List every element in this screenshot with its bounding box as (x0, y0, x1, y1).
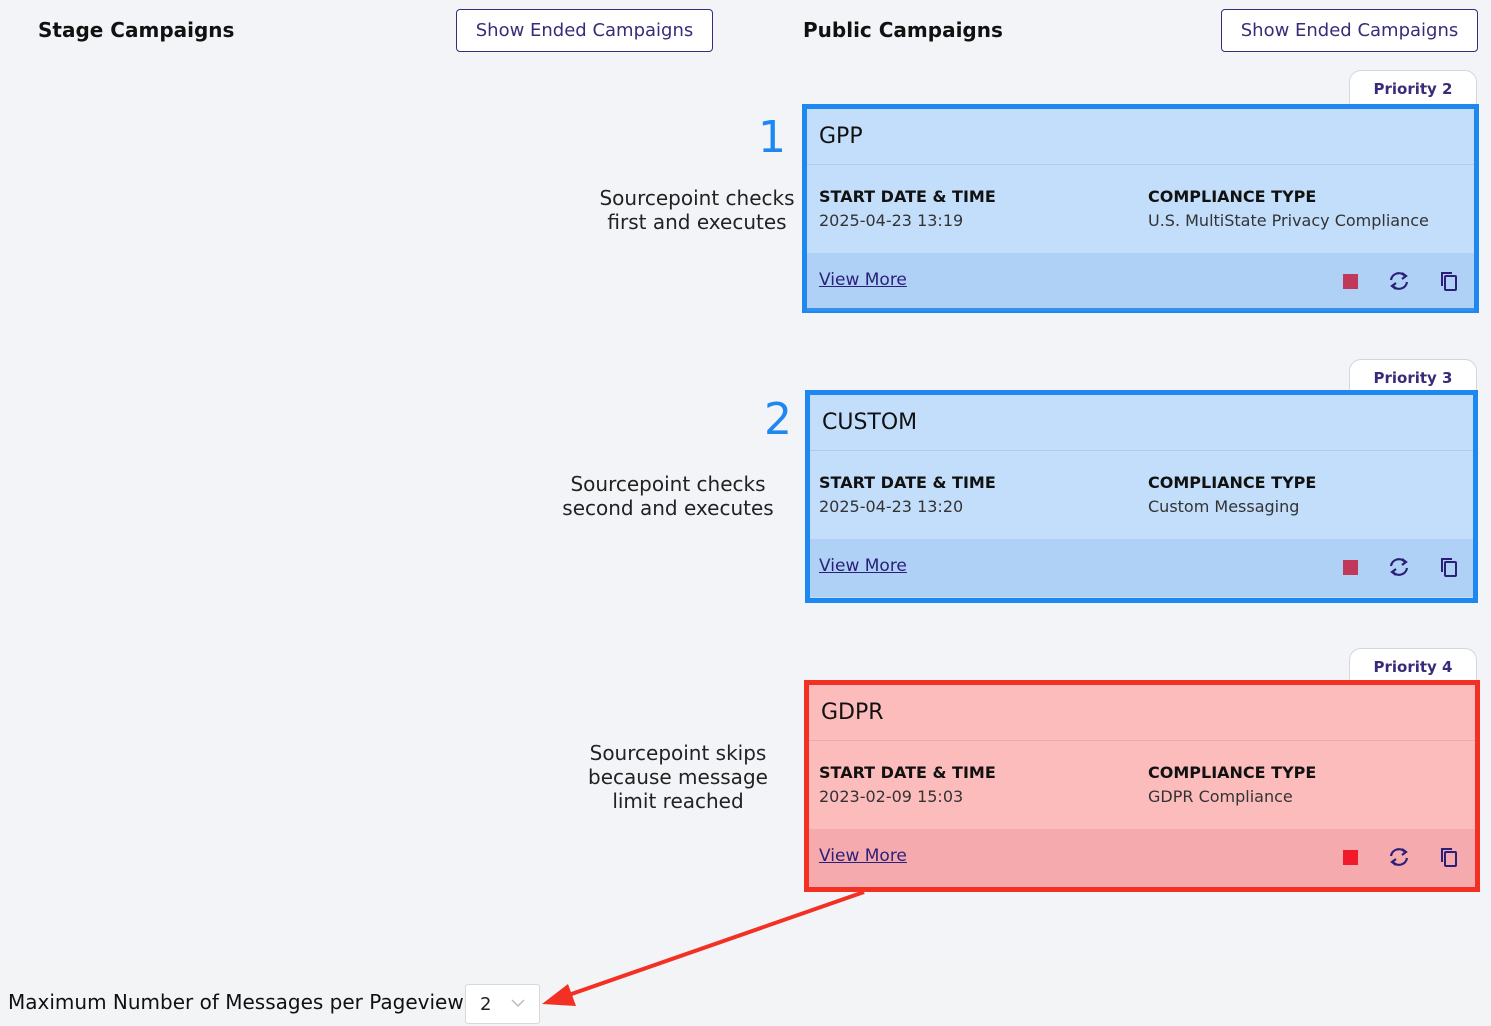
compliance-type-value: U.S. MultiState Privacy Compliance (1148, 211, 1429, 230)
start-date-label: START DATE & TIME (819, 473, 996, 492)
max-messages-select[interactable]: 2 (465, 984, 540, 1024)
stop-icon[interactable] (1339, 845, 1363, 869)
annotation-number-2: 2 (764, 394, 792, 445)
annotation-text-3: Sourcepoint skips because message limit … (588, 741, 768, 813)
start-date-value: 2023-02-09 15:03 (819, 787, 964, 806)
stage-campaigns-panel (8, 0, 772, 962)
view-more-link[interactable]: View More (819, 846, 907, 866)
view-more-link[interactable]: View More (819, 556, 907, 576)
stage-campaigns-title: Stage Campaigns (38, 18, 235, 42)
stop-icon[interactable] (1339, 555, 1363, 579)
copy-icon[interactable] (1437, 845, 1461, 869)
public-show-ended-button[interactable]: Show Ended Campaigns (1221, 9, 1478, 52)
start-date-label: START DATE & TIME (819, 763, 996, 782)
campaign-card-gdpr: GDPR START DATE & TIME 2023-02-09 15:03 … (804, 680, 1480, 892)
compliance-type-label: COMPLIANCE TYPE (1148, 187, 1317, 206)
compliance-type-label: COMPLIANCE TYPE (1148, 473, 1317, 492)
annotation-text-2: Sourcepoint checks second and executes (562, 472, 774, 520)
view-more-link[interactable]: View More (819, 270, 907, 290)
campaign-card-gpp: GPP START DATE & TIME 2025-04-23 13:19 C… (802, 104, 1479, 313)
start-date-value: 2025-04-23 13:19 (819, 211, 964, 230)
sync-icon[interactable] (1387, 269, 1411, 293)
max-messages-label: Maximum Number of Messages per Pageview: (8, 990, 470, 1014)
compliance-type-label: COMPLIANCE TYPE (1148, 763, 1317, 782)
campaign-card-custom: CUSTOM START DATE & TIME 2025-04-23 13:2… (805, 390, 1478, 603)
start-date-value: 2025-04-23 13:20 (819, 497, 964, 516)
copy-icon[interactable] (1437, 269, 1461, 293)
start-date-label: START DATE & TIME (819, 187, 996, 206)
compliance-type-value: GDPR Compliance (1148, 787, 1293, 806)
public-campaigns-title: Public Campaigns (803, 18, 1003, 42)
sync-icon[interactable] (1387, 845, 1411, 869)
sync-icon[interactable] (1387, 555, 1411, 579)
annotation-number-1: 1 (758, 112, 786, 163)
campaign-name: GPP (807, 109, 1474, 165)
campaign-name: GDPR (809, 685, 1475, 741)
campaign-name: CUSTOM (810, 395, 1473, 451)
priority-tab: Priority 3 (1349, 359, 1477, 395)
max-messages-value: 2 (480, 994, 492, 1015)
stop-icon[interactable] (1339, 269, 1363, 293)
priority-tab: Priority 2 (1349, 70, 1477, 106)
copy-icon[interactable] (1437, 555, 1461, 579)
stage-show-ended-button[interactable]: Show Ended Campaigns (456, 9, 713, 52)
priority-tab: Priority 4 (1349, 648, 1477, 684)
compliance-type-value: Custom Messaging (1148, 497, 1300, 516)
annotation-text-1: Sourcepoint checks first and executes (599, 186, 795, 234)
chevron-down-icon (510, 995, 526, 1016)
